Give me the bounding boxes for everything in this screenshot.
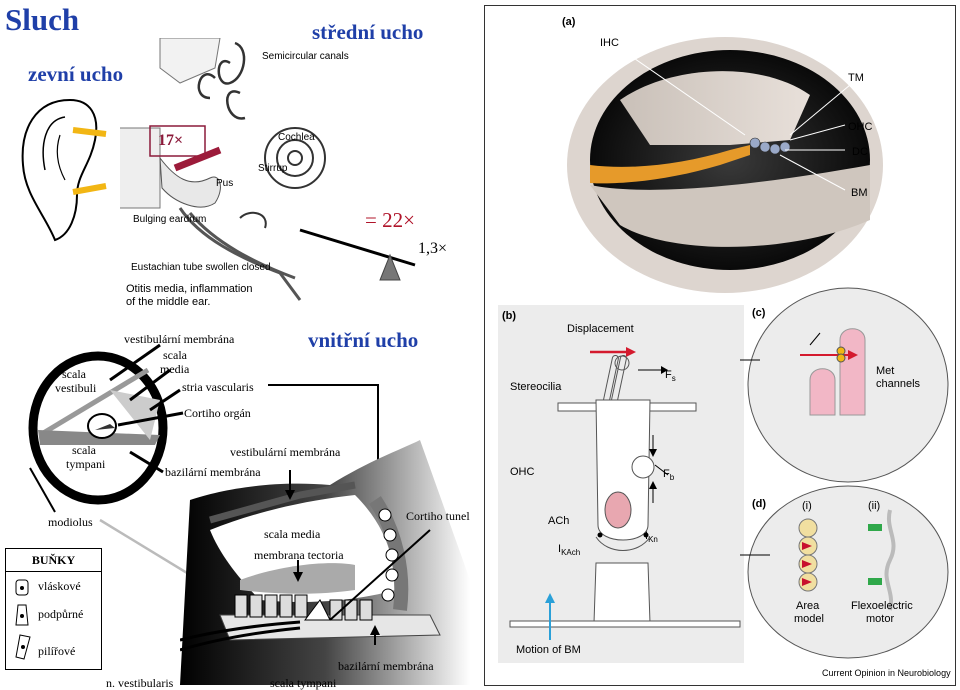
otitis-label-1: Otitis media, inflammation: [126, 283, 253, 295]
middle-ear-illustration: [120, 38, 326, 301]
fig-a-cochlear-section: [567, 37, 883, 293]
inner-ear-label: vnitřní ucho: [308, 328, 419, 352]
ratio-total-label: = 22×: [365, 208, 415, 232]
fig-c-met-channels: [740, 287, 949, 483]
outer-ear-label: zevní ucho: [28, 62, 124, 86]
middle-ear-label: střední ucho: [312, 20, 424, 44]
semicircular-label: Semicircular canals: [262, 51, 349, 62]
fig-a-dc: DC: [852, 146, 868, 158]
fig-b-motion: Motion of BM: [516, 644, 581, 656]
fig-b-ikach-main: I: [558, 543, 562, 555]
organ-of-corti-drawing: [180, 440, 470, 685]
fig-b-fs: Fs: [665, 369, 676, 383]
cells-legend: BUŇKY vláskové podpůrné pilířové: [5, 548, 102, 670]
fig-d-area-2: model: [794, 613, 824, 625]
fig-b-fs-sub: s: [671, 374, 676, 384]
eustachian-label: Eustachian tube swollen closed: [131, 262, 271, 273]
fig-b-displacement: Displacement: [567, 323, 634, 335]
fig-d-flexo-2: motor: [866, 613, 895, 625]
ratio-area-label: 17×: [158, 132, 184, 149]
fig-b-fs-main: F: [665, 369, 672, 381]
stirrup-label: Stirrup: [258, 163, 288, 174]
fig-b-fb-sub: b: [669, 473, 675, 483]
bulging-label: Bulging eardrum: [133, 214, 207, 225]
organ-scala-tympani-label: scala tympani: [270, 676, 337, 690]
modiolus-label: modiolus: [48, 515, 93, 529]
fig-d-motor-models: [740, 485, 949, 659]
fig-a-ohc: OHC: [848, 121, 873, 133]
scala-media-label-1: scala: [163, 348, 187, 362]
supporting-cell-icon: [15, 604, 29, 626]
organ-scala-media-label: scala media: [264, 527, 321, 541]
pus-label: Pus: [216, 178, 234, 189]
fig-b-ikach-sub: KAch: [561, 548, 581, 558]
fig-d-area-1: Area: [796, 600, 820, 612]
scala-vestibuli-label-2: vestibuli: [55, 381, 97, 395]
n-vest-label: n. vestibularis: [106, 676, 174, 690]
legend-item-pillar: pilířové: [38, 644, 76, 658]
fig-c-label: (c): [752, 307, 766, 319]
fig-b-ohc: OHC: [510, 466, 535, 478]
fig-a-label: (a): [562, 16, 576, 28]
otitis-label-2: of the middle ear.: [126, 296, 211, 308]
ratio-lever-label: 1,3×: [418, 240, 448, 257]
scala-vestibuli-label-1: scala: [62, 367, 86, 381]
organ-basilar-label: bazilární membrána: [338, 659, 434, 673]
outer-ear-drawing: [21, 98, 98, 242]
corti-tunnel-label: Cortiho tunel: [406, 509, 470, 523]
cells-legend-title: BUŇKY: [6, 549, 101, 572]
fig-a-tm: TM: [848, 72, 864, 84]
fig-b-label: (b): [502, 310, 517, 322]
tectorial-label: membrana tectoria: [254, 548, 344, 562]
scala-tympani-label-1: scala: [72, 443, 96, 457]
figure-credit: Current Opinion in Neurobiology: [822, 668, 951, 678]
fig-a-ihc: IHC: [600, 37, 619, 49]
fig-d-i: (i): [802, 500, 812, 512]
corti-label: Cortiho orgán: [184, 406, 251, 420]
pillar-cell-icon: [15, 634, 31, 660]
cochlea-label: Cochlea: [278, 132, 315, 143]
fig-c-met-1: Met: [876, 365, 895, 377]
cochlea-cross-section: [28, 351, 168, 505]
hair-cell-icon: [15, 579, 29, 596]
basilar-label: bazilární membrána: [165, 465, 261, 479]
fig-a-bm: BM: [851, 187, 868, 199]
fig-b-stereocilia: Stereocilia: [510, 381, 562, 393]
fig-d-label: (d): [752, 498, 767, 510]
vest-membrane-2-label: vestibulární membrána: [230, 445, 341, 459]
fig-b-hair-cell-diagram: [509, 347, 741, 640]
fig-b-ikach: IKAch: [558, 543, 580, 557]
fig-c-met-2: channels: [876, 378, 921, 390]
sound-wave-marks: [72, 127, 107, 195]
fig-d-ii: (ii): [868, 500, 881, 512]
scala-tympani-label-2: tympani: [66, 457, 106, 471]
fig-b-ach: ACh: [548, 515, 570, 527]
vest-membrane-label: vestibulární membrána: [124, 332, 235, 346]
legend-item-hair: vláskové: [38, 579, 81, 593]
slide-title: Sluch: [5, 2, 80, 37]
fig-d-flexo-1: Flexoelectric: [851, 600, 913, 612]
legend-item-supporting: podpůrné: [38, 607, 84, 621]
stria-label: stria vascularis: [182, 380, 254, 394]
lever-icon: [299, 228, 416, 281]
fig-b-ikn-sub: Kn: [648, 535, 658, 545]
cross-section-pointers: [29, 343, 383, 592]
